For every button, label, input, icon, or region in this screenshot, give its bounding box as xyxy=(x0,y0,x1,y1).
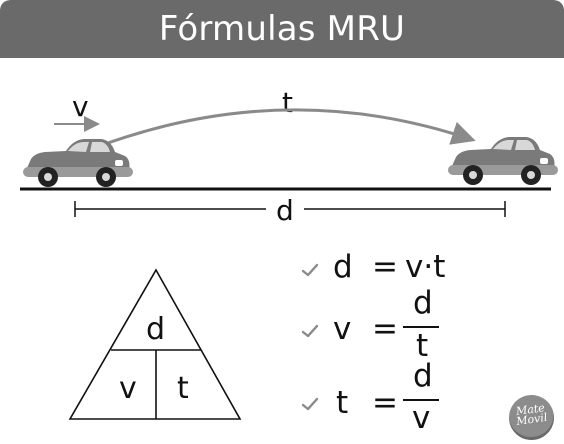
check-icon xyxy=(301,397,319,411)
formula-2-equals: = xyxy=(372,311,398,347)
formula-2-lhs: v xyxy=(333,311,352,347)
check-icon xyxy=(301,263,319,277)
car-icon-left xyxy=(23,139,133,187)
formula-triangle xyxy=(68,268,242,420)
formula-3-numerator: d xyxy=(413,358,433,394)
formula-1-equals: = xyxy=(372,249,398,285)
check-icon xyxy=(301,324,319,338)
formula-2-numerator: d xyxy=(413,285,433,321)
triangle-top-label: d xyxy=(146,312,165,347)
curved-arrow-icon xyxy=(96,108,476,149)
triangle-bottom-left-label: v xyxy=(119,371,137,406)
formula-3-equals: = xyxy=(372,385,398,421)
formula-1-rhs: v·t xyxy=(405,249,446,285)
formula-1-lhs: d xyxy=(333,249,353,285)
distance-label: d xyxy=(276,194,294,227)
header-bar: Fórmulas MRU xyxy=(0,0,564,58)
formula-2-denominator: t xyxy=(416,328,429,364)
formula-2-fraction-bar xyxy=(403,326,439,328)
car-icon-right xyxy=(448,137,558,185)
formula-3-lhs: t xyxy=(336,385,349,421)
page-title: Fórmulas MRU xyxy=(158,9,406,49)
triangle-bottom-right-label: t xyxy=(177,371,189,406)
velocity-label: v xyxy=(72,90,89,123)
logo-line-2: Movil xyxy=(515,410,549,429)
time-label: t xyxy=(282,86,293,119)
formula-3-denominator: v xyxy=(412,400,431,436)
formula-3-fraction-bar xyxy=(403,399,439,401)
